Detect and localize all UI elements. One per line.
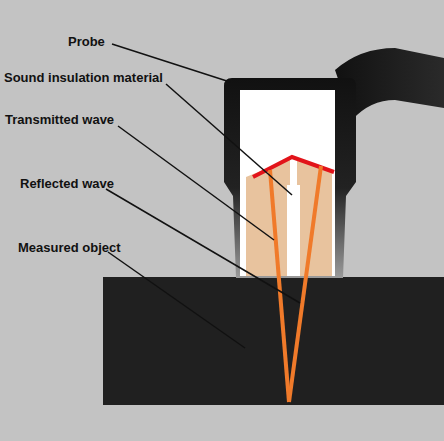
part-label: Reflected wave bbox=[20, 176, 114, 191]
probe-interior bbox=[240, 90, 335, 276]
transmitter-element bbox=[246, 159, 290, 276]
part-label: Sound insulation material bbox=[4, 70, 163, 85]
measured-object bbox=[103, 277, 444, 405]
leader-line bbox=[108, 252, 245, 348]
sound-insulation bbox=[287, 185, 300, 276]
reflected-wave bbox=[289, 166, 321, 402]
transmitted-wave bbox=[270, 170, 289, 402]
leader-line bbox=[118, 126, 274, 240]
leader-line bbox=[106, 189, 300, 303]
leader-line bbox=[166, 84, 292, 195]
part-label: Probe bbox=[68, 34, 105, 49]
probe-housing bbox=[224, 78, 356, 278]
part-label: Measured object bbox=[18, 240, 121, 255]
part-label: Transmitted wave bbox=[5, 112, 114, 127]
